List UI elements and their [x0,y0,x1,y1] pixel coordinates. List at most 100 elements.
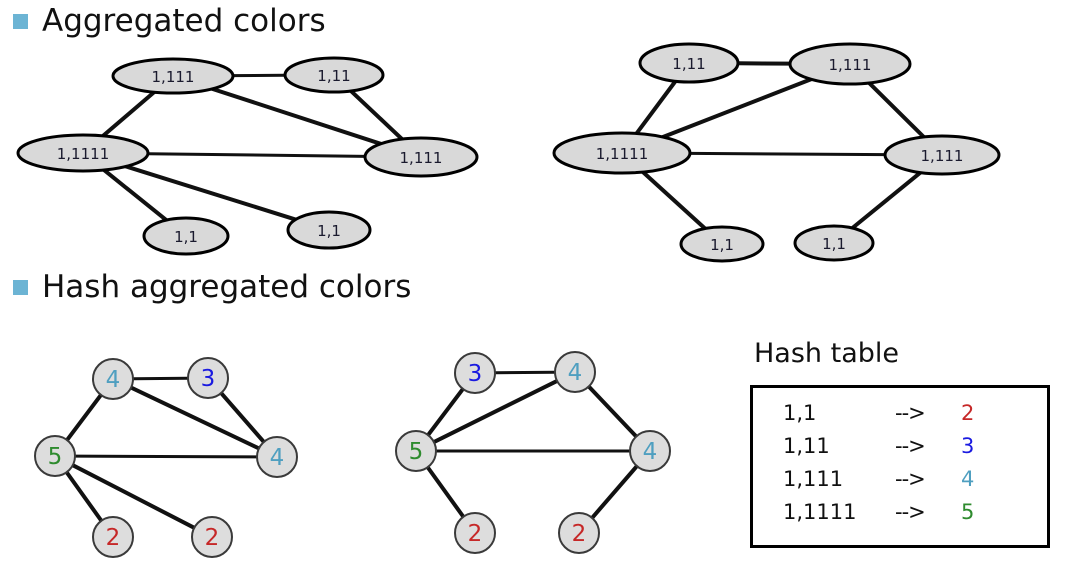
node-shape [454,512,496,554]
hash-value: 5 [961,500,975,524]
graph-edges [634,61,926,231]
graph-node[interactable]: 3 [187,357,229,399]
node-shape [454,352,496,394]
graph-node[interactable]: 1,1 [793,224,875,262]
node-label: 1,111 [400,149,443,167]
graph-edge [129,385,261,451]
graph-node[interactable]: 4 [554,351,596,393]
aggregated-colors-graph-right: 1,11 1,111 1,1111 1,111 1,1 1,1 [552,42,1001,263]
graph-edge [850,170,923,231]
graph-node[interactable]: 2 [191,516,233,558]
square-bullet-icon [13,14,28,29]
hash-arrow-icon: --> [895,467,926,491]
square-bullet-icon [13,280,28,295]
graph-node[interactable]: 1,11 [638,42,740,84]
hash-value: 2 [961,401,975,425]
node-label: 1,111 [152,68,195,86]
graph-node[interactable]: 1,1111 [552,131,692,175]
graph-edge [867,80,926,139]
node-label: 1,1 [822,235,846,253]
graph-node[interactable]: 1,1 [286,210,372,250]
node-label: 2 [205,525,220,551]
graph-edge [210,86,383,146]
graph-node[interactable]: 3 [454,352,496,394]
graph-edge [688,151,887,157]
graph-edge [640,170,708,231]
graph-edge [124,164,298,222]
node-label: 5 [48,444,63,470]
node-shape [283,56,385,94]
graph-node[interactable]: 4 [629,430,671,472]
node-shape [191,516,233,558]
hash-key: 1,111 [783,467,844,491]
graph-edge [493,370,557,375]
node-label: 1,111 [829,56,872,74]
graph-edge [586,384,639,439]
graph-node[interactable]: 4 [92,358,134,400]
graph-node[interactable]: 1,111 [111,57,235,95]
hash-arrow-icon: --> [895,500,926,524]
hash-key: 1,11 [783,434,830,458]
graph-node[interactable]: 5 [34,435,76,477]
graph-edge [146,152,367,158]
node-shape [286,210,372,250]
graph-edge [426,386,465,438]
hash-table-title: Hash table [754,338,899,369]
node-shape [629,430,671,472]
graph-edges [101,73,405,223]
hash-table-row: 1,111-->4 [783,467,974,500]
node-label: 4 [106,367,121,393]
node-shape [793,224,875,262]
node-label: 4 [270,445,285,471]
bullet-hash-aggregated-colors: Hash aggregated colors [13,272,411,303]
graph-edge [70,463,197,530]
node-label: 2 [572,521,587,547]
graph-node[interactable]: 1,1 [142,216,230,256]
graph-edge [131,376,190,381]
aggregated-colors-graph-left: 1,111 1,11 1,1111 1,111 1,1 1,1 [16,56,479,256]
graph-edge [431,378,560,445]
graph-node[interactable]: 1,111 [883,134,1001,176]
node-shape [142,216,230,256]
node-label: 1,1 [710,236,734,254]
graph-node[interactable]: 1,11 [283,56,385,94]
graph-edge [102,168,169,223]
graph-node[interactable]: 1,111 [363,136,479,178]
graph-node[interactable]: 4 [256,436,298,478]
graph-edges [64,376,266,530]
node-label: 3 [468,361,483,387]
graph-edge [73,454,259,459]
node-shape [16,133,150,173]
hash-key: 1,1 [783,401,817,425]
node-shape [34,435,76,477]
graph-node[interactable]: 1,111 [788,42,912,86]
node-shape [554,351,596,393]
node-label: 1,1 [174,228,198,246]
graph-node[interactable]: 5 [395,430,437,472]
hash-table-row: 1,1111-->5 [783,500,974,533]
node-shape [552,131,692,175]
hash-arrow-icon: --> [895,434,926,458]
hash-arrow-icon: --> [895,401,926,425]
graph-node[interactable]: 2 [92,516,134,558]
graph-node[interactable]: 2 [454,512,496,554]
graph-node[interactable]: 1,1111 [16,133,150,173]
node-label: 2 [468,521,483,547]
graph-edge [101,90,157,138]
node-shape [679,225,765,263]
graph-edge [634,79,678,136]
bullet-label-aggregated-colors: Aggregated colors [42,3,326,39]
graph-node[interactable]: 1,1 [679,225,765,263]
graph-edge [660,77,814,140]
node-label: 1,1111 [57,145,110,163]
graph-node[interactable]: 2 [558,512,600,554]
hash-aggregated-graph-right: 3 4 5 4 2 2 [395,351,671,554]
bullet-aggregated-colors: Aggregated colors [13,6,326,37]
graph-edge [65,392,103,443]
hash-table-row: 1,11-->3 [783,434,974,467]
bullet-label-hash-aggregated-colors: Hash aggregated colors [42,269,412,305]
node-shape [363,136,479,178]
node-shape [883,134,1001,176]
